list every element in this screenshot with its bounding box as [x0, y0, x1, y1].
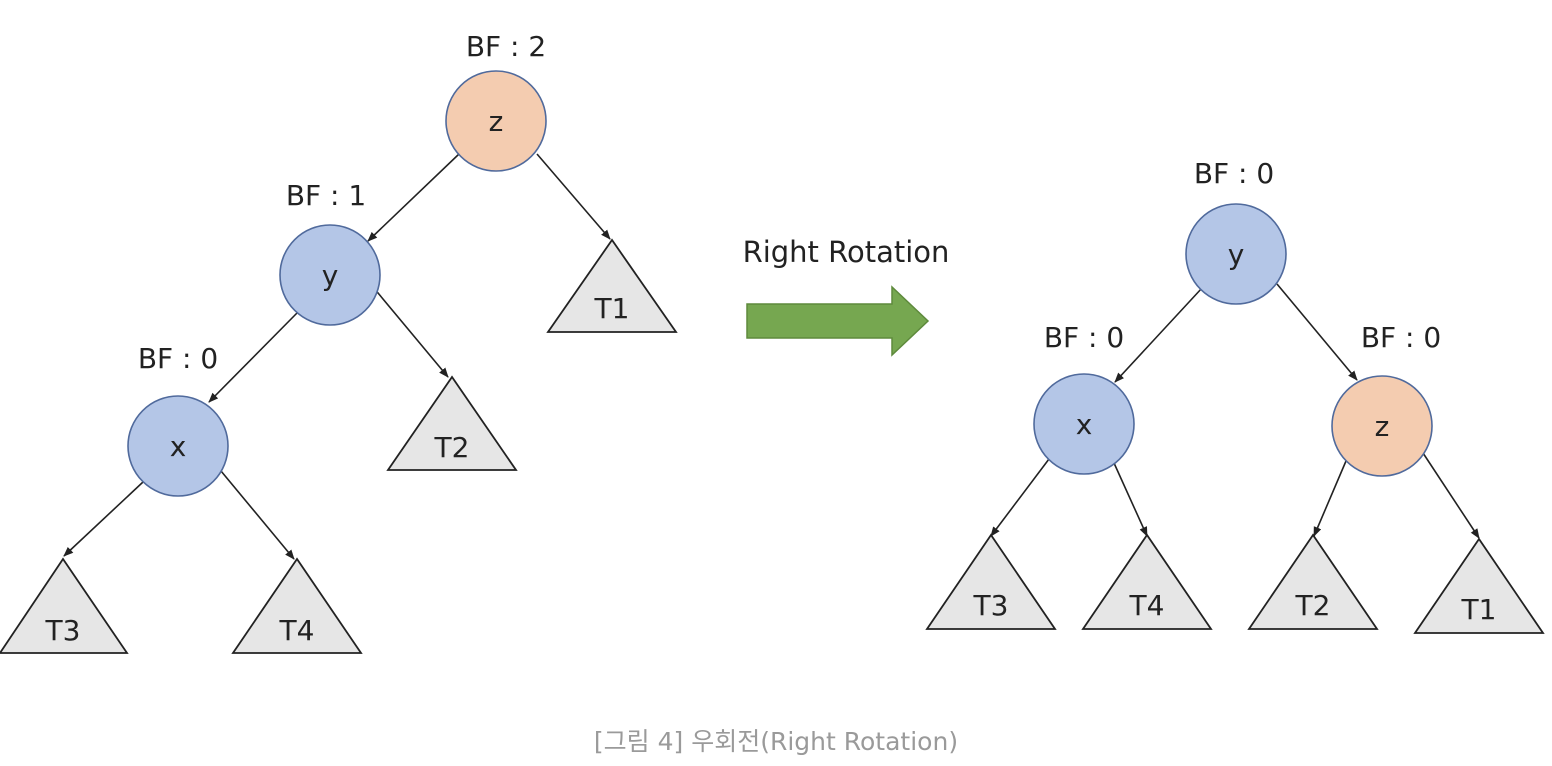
before-tree: z BF : 2 y BF : 1 x BF : 0 T1 T2 T3 T4	[0, 30, 678, 654]
subtree-triangle	[0, 557, 129, 654]
node-circle	[127, 395, 229, 497]
subtree-t4: T4	[231, 557, 363, 654]
subtree-label: T3	[973, 589, 1009, 622]
edge-x-t4	[1113, 462, 1148, 537]
tree-node-z: z	[1331, 375, 1433, 477]
subtree-t1: T1	[1413, 537, 1545, 634]
subtree-label: T2	[1295, 589, 1331, 622]
balance-factor-label: BF : 0	[1044, 321, 1124, 354]
node-label: z	[489, 105, 504, 138]
subtree-label: T4	[279, 614, 315, 647]
rotation-transition: Right Rotation	[743, 235, 950, 357]
edge-z-t2	[1313, 460, 1347, 537]
subtree-triangle	[386, 375, 518, 471]
edge-z-t1	[536, 153, 611, 240]
node-label: z	[1375, 410, 1390, 443]
node-circle	[445, 70, 547, 172]
tree-node-x: x	[127, 395, 229, 497]
edge-y-t2	[372, 286, 449, 378]
subtree-t2: T2	[386, 375, 518, 471]
node-label: x	[1076, 408, 1093, 441]
after-tree: y BF : 0 x BF : 0 z BF : 0 T3 T4 T2 T1	[925, 157, 1545, 634]
edge-x-t3	[990, 458, 1050, 537]
right-arrow-icon	[746, 285, 930, 357]
edge-x-t4	[220, 470, 295, 560]
subtree-label: T1	[1461, 593, 1497, 626]
node-circle	[1185, 203, 1287, 305]
node-circle	[279, 224, 381, 326]
balance-factor-label: BF : 0	[1194, 157, 1274, 190]
node-circle	[1033, 373, 1135, 475]
subtree-t3: T3	[0, 557, 129, 654]
subtree-label: T1	[594, 292, 630, 325]
subtree-label: T3	[45, 614, 81, 647]
subtree-triangle	[1081, 533, 1213, 630]
balance-factor-label: BF : 0	[1361, 321, 1441, 354]
subtree-t2: T2	[1247, 533, 1379, 630]
edge-x-t3	[63, 481, 144, 557]
node-label: x	[170, 430, 187, 463]
tree-node-x: x	[1033, 373, 1135, 475]
rotation-label: Right Rotation	[743, 235, 950, 269]
subtree-t3: T3	[925, 533, 1057, 630]
subtree-triangle	[1413, 537, 1545, 634]
edge-y-x	[208, 312, 298, 403]
subtree-label: T4	[1129, 589, 1165, 622]
tree-node-y: y	[1185, 203, 1287, 305]
node-label: y	[322, 259, 339, 292]
subtree-t1: T1	[546, 238, 678, 333]
tree-node-z: z	[445, 70, 547, 172]
node-circle	[1331, 375, 1433, 477]
balance-factor-label: BF : 2	[466, 30, 546, 63]
subtree-triangle	[1247, 533, 1379, 630]
node-label: y	[1228, 238, 1245, 271]
edge-y-z	[1276, 283, 1358, 381]
subtree-triangle	[231, 557, 363, 654]
subtree-label: T2	[434, 431, 470, 464]
tree-node-y: y	[279, 224, 381, 326]
subtree-t4: T4	[1081, 533, 1213, 630]
figure-caption: [그림 4] 우회전(Right Rotation)	[593, 727, 959, 756]
edge-y-x	[1114, 287, 1203, 383]
subtree-triangle	[925, 533, 1057, 630]
edge-z-y	[367, 153, 460, 242]
subtree-triangle	[546, 238, 678, 333]
edge-z-t1	[1422, 452, 1480, 539]
balance-factor-label: BF : 1	[286, 179, 366, 212]
balance-factor-label: BF : 0	[138, 342, 218, 375]
